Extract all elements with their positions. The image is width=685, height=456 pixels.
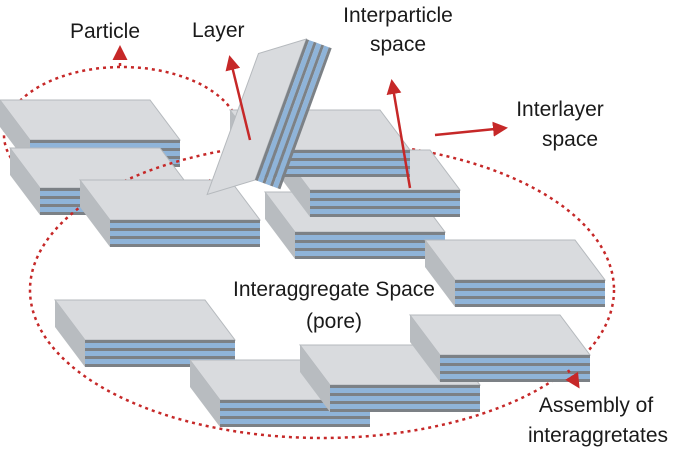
assembly-label-line2: interaggretates	[528, 424, 668, 447]
layer-label: Layer	[192, 19, 245, 42]
assembly-label-line1: Assembly of	[539, 394, 654, 417]
interlayer-arrow	[434, 121, 508, 137]
layer-arrow	[225, 55, 252, 141]
interparticle-label-line2: space	[370, 33, 426, 56]
interparticle-label-line1: Interparticle	[343, 4, 453, 27]
stack-right-upper	[424, 239, 606, 308]
interaggregate-label-line1: Interaggregate Space	[233, 278, 435, 301]
interparticle-arrow	[386, 79, 412, 189]
interaggregate-label-line2: (pore)	[306, 310, 362, 333]
stack-upper-left	[79, 179, 261, 248]
assembly-arrow	[565, 369, 580, 389]
interlayer-label-line1: Interlayer	[516, 98, 604, 121]
stack-right	[409, 314, 591, 383]
vertical-stack	[206, 38, 332, 196]
stack-left	[54, 299, 236, 368]
particle-label: Particle	[70, 20, 140, 43]
interlayer-label-line2: space	[542, 128, 598, 151]
